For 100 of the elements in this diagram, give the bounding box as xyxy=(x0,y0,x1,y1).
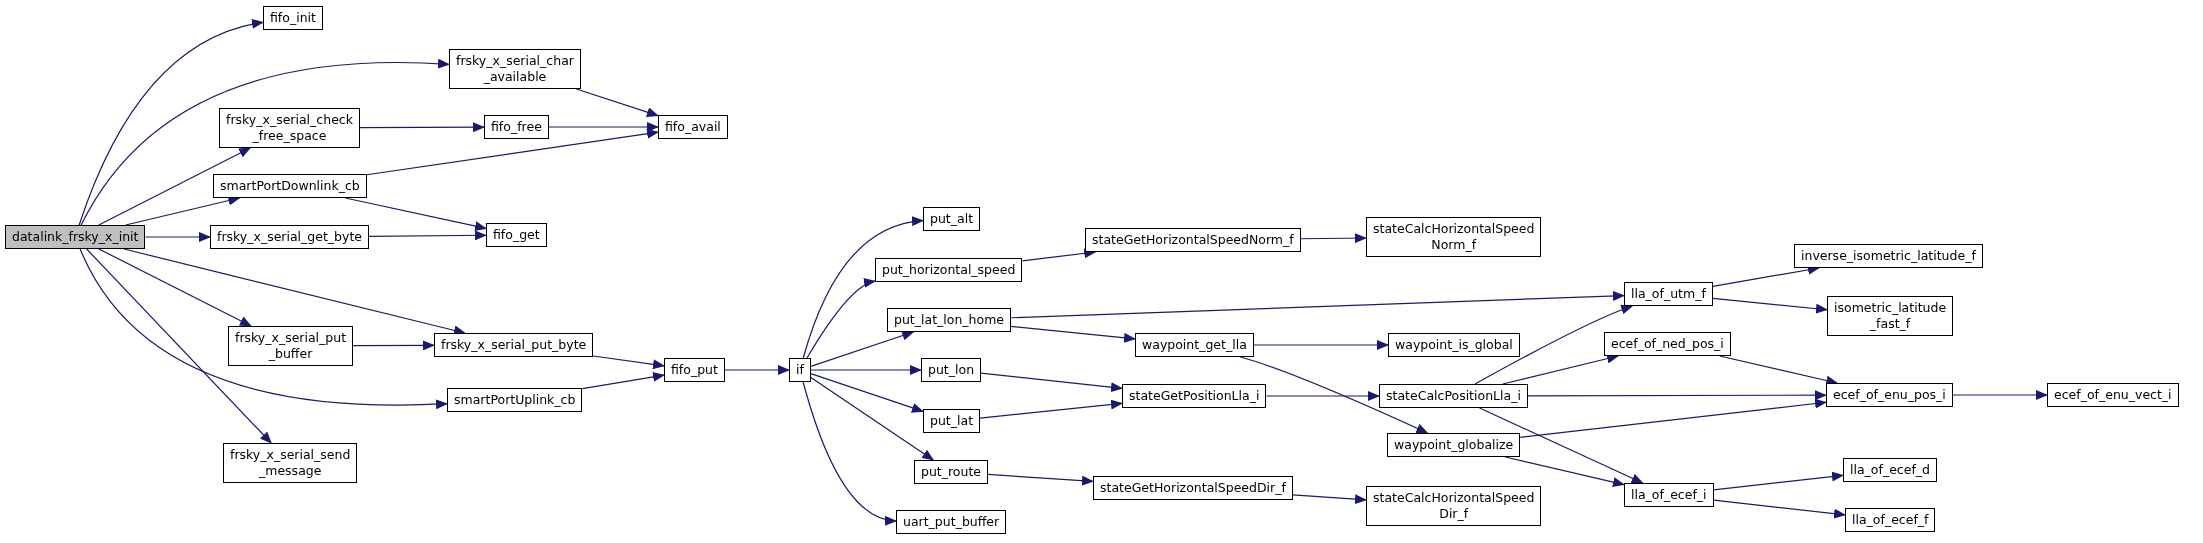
call-arrow xyxy=(86,248,272,444)
function-name: lla_of_utm_f xyxy=(1631,286,1706,302)
function-name: put_lon xyxy=(928,362,975,378)
call-arrow xyxy=(78,19,264,226)
function-box xyxy=(1366,486,1542,526)
function-name: ecef_of_enu_vect_i xyxy=(2054,387,2172,403)
function-name: stateCalcHorizontalSpeed Norm_f xyxy=(1373,221,1535,253)
call-arrow xyxy=(980,372,1123,393)
call-arrow xyxy=(1527,390,1827,401)
call-arrow xyxy=(575,88,659,117)
function-box xyxy=(1604,332,1731,356)
function-box xyxy=(210,225,370,249)
function-box xyxy=(1826,383,1953,407)
call-arrow xyxy=(1504,456,1625,487)
function-name: put_route xyxy=(921,464,982,480)
call-arrow xyxy=(1712,499,1846,519)
function-name: waypoint_globalize xyxy=(1394,437,1514,453)
function-name: stateCalcHorizontalSpeed Dir_f xyxy=(1373,490,1535,522)
function-box xyxy=(1085,228,1301,252)
function-box xyxy=(1093,476,1293,500)
call-arrow xyxy=(1239,356,1429,434)
function-box xyxy=(1388,333,1520,357)
function-name: stateCalcPositionLla_i xyxy=(1386,388,1521,404)
function-box xyxy=(664,358,725,382)
function-name: fifo_avail xyxy=(665,119,721,135)
function-box xyxy=(1366,217,1542,257)
function-name: lla_of_ecef_i xyxy=(1631,487,1707,503)
function-name: isometric_latitude _fast_f xyxy=(1834,300,1947,332)
call-arrow xyxy=(98,248,252,327)
function-name: stateGetPositionLla_i xyxy=(1129,388,1260,404)
function-name: put_alt xyxy=(930,211,974,227)
function-box xyxy=(875,258,1023,282)
call-arrow xyxy=(724,365,790,375)
function-box xyxy=(228,326,354,366)
call-arrow xyxy=(1712,297,1828,314)
function-box xyxy=(5,225,146,249)
function-name: stateGetHorizontalSpeedNorm_f xyxy=(1092,232,1294,248)
function-box xyxy=(486,223,547,247)
call-arrow xyxy=(810,365,922,375)
function-box xyxy=(447,388,583,412)
call-arrow xyxy=(1292,494,1367,505)
function-name: lla_of_ecef_f xyxy=(1852,512,1929,528)
function-name: fifo_init xyxy=(270,10,316,26)
call-arrow xyxy=(1253,340,1389,350)
function-name: waypoint_is_global xyxy=(1395,337,1513,353)
function-box xyxy=(223,443,358,483)
call-arrow xyxy=(368,230,487,241)
function-box xyxy=(921,358,982,382)
call-arrow xyxy=(1010,325,1136,343)
function-name: put_lat xyxy=(930,413,974,429)
function-name: smartPortUplink_cb xyxy=(454,392,576,408)
function-box xyxy=(1843,458,1937,482)
function-name: frsky_x_serial_put_byte xyxy=(441,337,587,353)
call-arrow xyxy=(1952,390,2048,400)
function-box xyxy=(449,49,581,89)
call-arrow xyxy=(344,197,487,231)
function-box xyxy=(923,207,981,231)
function-name: put_lat_lon_home xyxy=(894,312,1005,328)
call-arrow xyxy=(548,122,659,132)
call-arrow xyxy=(592,355,665,370)
function-box xyxy=(484,115,549,139)
call-arrow xyxy=(1265,391,1380,401)
function-name: fifo_free xyxy=(491,119,542,135)
function-name: put_horizontal_speed xyxy=(882,262,1016,278)
call-arrow xyxy=(1478,407,1644,484)
call-arrow xyxy=(98,147,252,226)
function-name: ecef_of_ned_pos_i xyxy=(1611,336,1724,352)
function-box xyxy=(1827,296,1954,336)
call-arrow xyxy=(1474,304,1634,385)
call-arrow xyxy=(1300,233,1367,244)
call-arrow xyxy=(810,376,935,461)
function-name: fifo_get xyxy=(493,227,540,243)
function-name: uart_put_buffer xyxy=(903,514,1000,530)
call-arrow xyxy=(979,399,1123,419)
call-arrow xyxy=(987,473,1094,486)
function-box xyxy=(896,510,1007,534)
function-box xyxy=(434,333,594,357)
call-arrow xyxy=(366,128,659,176)
function-box xyxy=(658,115,728,139)
function-box xyxy=(219,108,360,148)
function-box xyxy=(263,6,323,30)
call-arrow xyxy=(581,371,665,390)
function-name: waypoint_get_lla xyxy=(1142,337,1247,353)
function-box xyxy=(1794,244,1983,268)
call-arrow xyxy=(806,279,876,359)
function-name: frsky_x_serial_send _message xyxy=(230,447,351,479)
function-name: frsky_x_serial_check _free_space xyxy=(226,112,353,144)
function-box xyxy=(914,460,989,484)
call-arrow xyxy=(359,122,485,133)
function-box xyxy=(1624,282,1713,306)
call-arrow xyxy=(810,373,924,413)
function-name: fifo_put xyxy=(671,362,718,378)
call-arrow xyxy=(1712,471,1844,491)
call-arrow xyxy=(79,248,448,410)
function-box xyxy=(2047,383,2179,407)
function-box xyxy=(1135,333,1254,357)
function-box xyxy=(923,409,981,433)
function-box xyxy=(1387,433,1521,457)
function-box xyxy=(1379,384,1528,408)
function-name: frsky_x_serial_char _available xyxy=(456,53,574,85)
